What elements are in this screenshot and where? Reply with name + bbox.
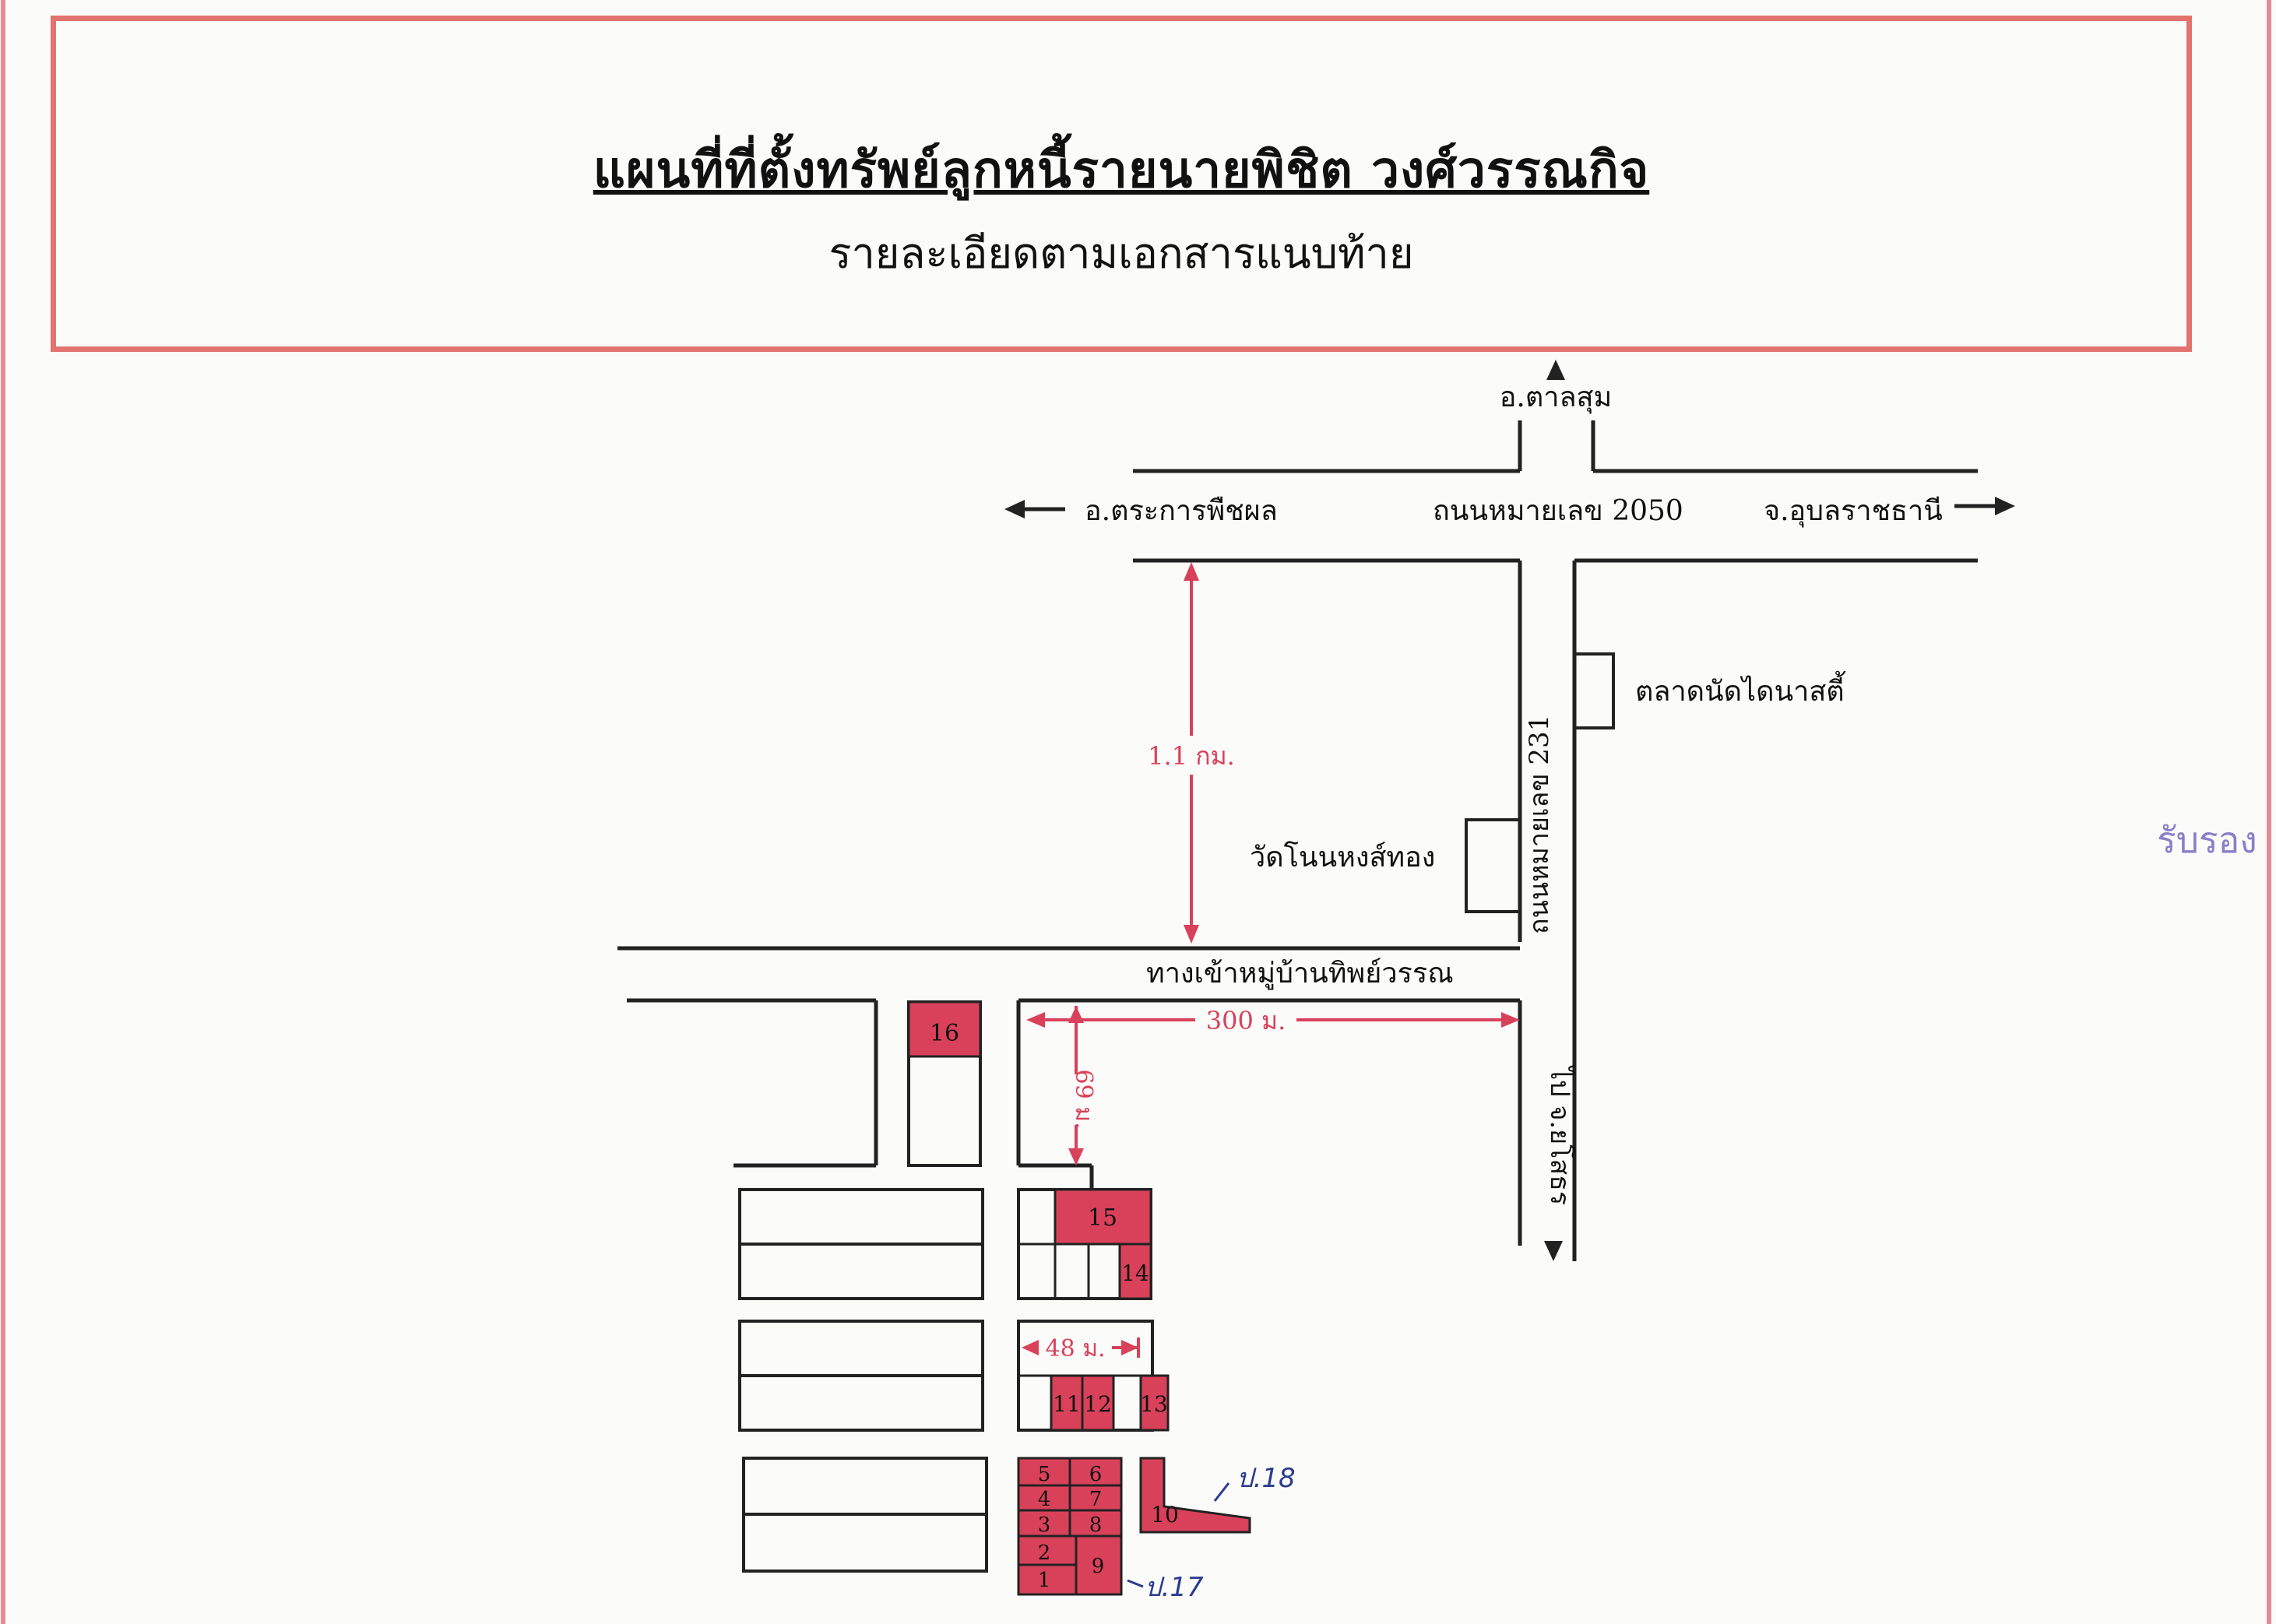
page-title: แผนที่ที่ตั้งทรัพย์ลูกหนี้รายนายพิชิต วง…: [593, 141, 1650, 199]
distance-48m-label: 48 ม.: [1045, 1335, 1105, 1362]
north-arrow-icon: [1546, 360, 1565, 380]
plot-15-label: 15: [1088, 1204, 1117, 1232]
plot-16: [907, 1000, 982, 1058]
temple-label: วัดโนนหงส์ทอง: [1250, 841, 1435, 874]
header-box: แผนที่ที่ตั้งทรัพย์ลูกหนี้รายนายพิชิต วง…: [51, 16, 2192, 352]
east-destination-label: จ.อุบลราชธานี: [1764, 495, 1943, 528]
market-label: ตลาดนัดไดนาสตี้: [1635, 670, 1846, 708]
plot-8-label: 8: [1089, 1513, 1103, 1537]
plot-9-label: 9: [1092, 1555, 1105, 1578]
plot-13: [1139, 1374, 1170, 1432]
plot-1-label: 1: [1038, 1569, 1051, 1592]
east-arrow-icon: [1995, 497, 2015, 515]
plot-3-label: 3: [1038, 1513, 1051, 1537]
plot-16-label: 16: [930, 1020, 959, 1047]
road-lines: [617, 420, 1978, 1261]
north-destination-label: อ.ตาลสุม: [1500, 381, 1612, 414]
plot-12: [1081, 1374, 1115, 1432]
handwritten-p18: ป.18: [1236, 1463, 1296, 1494]
village-road-label: ทางเข้าหมู่บ้านทิพย์วรรณ: [1146, 958, 1454, 990]
plot-10: [1139, 1457, 1251, 1534]
plot-13-label: 13: [1140, 1391, 1168, 1417]
plot-7-label: 7: [1089, 1488, 1103, 1511]
annotation-18-pointer: [1213, 1482, 1230, 1502]
plot-5-label: 5: [1038, 1463, 1051, 1486]
west-arrow-icon: [1004, 500, 1025, 518]
temple-building: [1465, 818, 1521, 913]
plot-6-label: 6: [1089, 1463, 1103, 1486]
distance-300m-label: 300 ม.: [1206, 1006, 1286, 1035]
plot-4-label: 4: [1038, 1488, 1051, 1511]
stamp-text: รับรอง: [2157, 819, 2257, 861]
plots-1-9: [1017, 1457, 1123, 1596]
road-231-label: ถนนหมายเลข 231: [1524, 715, 1555, 934]
handwritten-p17: ป.17: [1145, 1572, 1204, 1603]
plot-14-label: 14: [1121, 1260, 1149, 1286]
page-subtitle: รายละเอียดตามเอกสารแนบท้าย: [828, 229, 1414, 278]
measurement-arrows: [1022, 562, 1520, 1358]
plot-11-label: 11: [1053, 1391, 1081, 1417]
highway-2050-label: ถนนหมายเลข 2050: [1433, 495, 1683, 527]
plot-14: [1118, 1243, 1152, 1300]
plot-10-label: 10: [1151, 1502, 1179, 1527]
direction-arrows: [1004, 360, 2015, 1261]
plot-12-label: 12: [1084, 1391, 1112, 1417]
south-arrow-icon: [1544, 1241, 1563, 1261]
market-building: [1573, 652, 1615, 729]
left-blocks: [738, 1188, 988, 1573]
distance-69m-label: 69 ม.: [1070, 1069, 1097, 1129]
west-destination-label: อ.ตระการพืชผล: [1085, 495, 1278, 527]
distance-1-1km-label: 1.1 กม.: [1148, 741, 1235, 771]
south-destination-label: ไป จ.ยโสธร: [1544, 1064, 1575, 1205]
plot-2-label: 2: [1038, 1541, 1051, 1565]
annotation-17-pointer: [1127, 1579, 1144, 1588]
